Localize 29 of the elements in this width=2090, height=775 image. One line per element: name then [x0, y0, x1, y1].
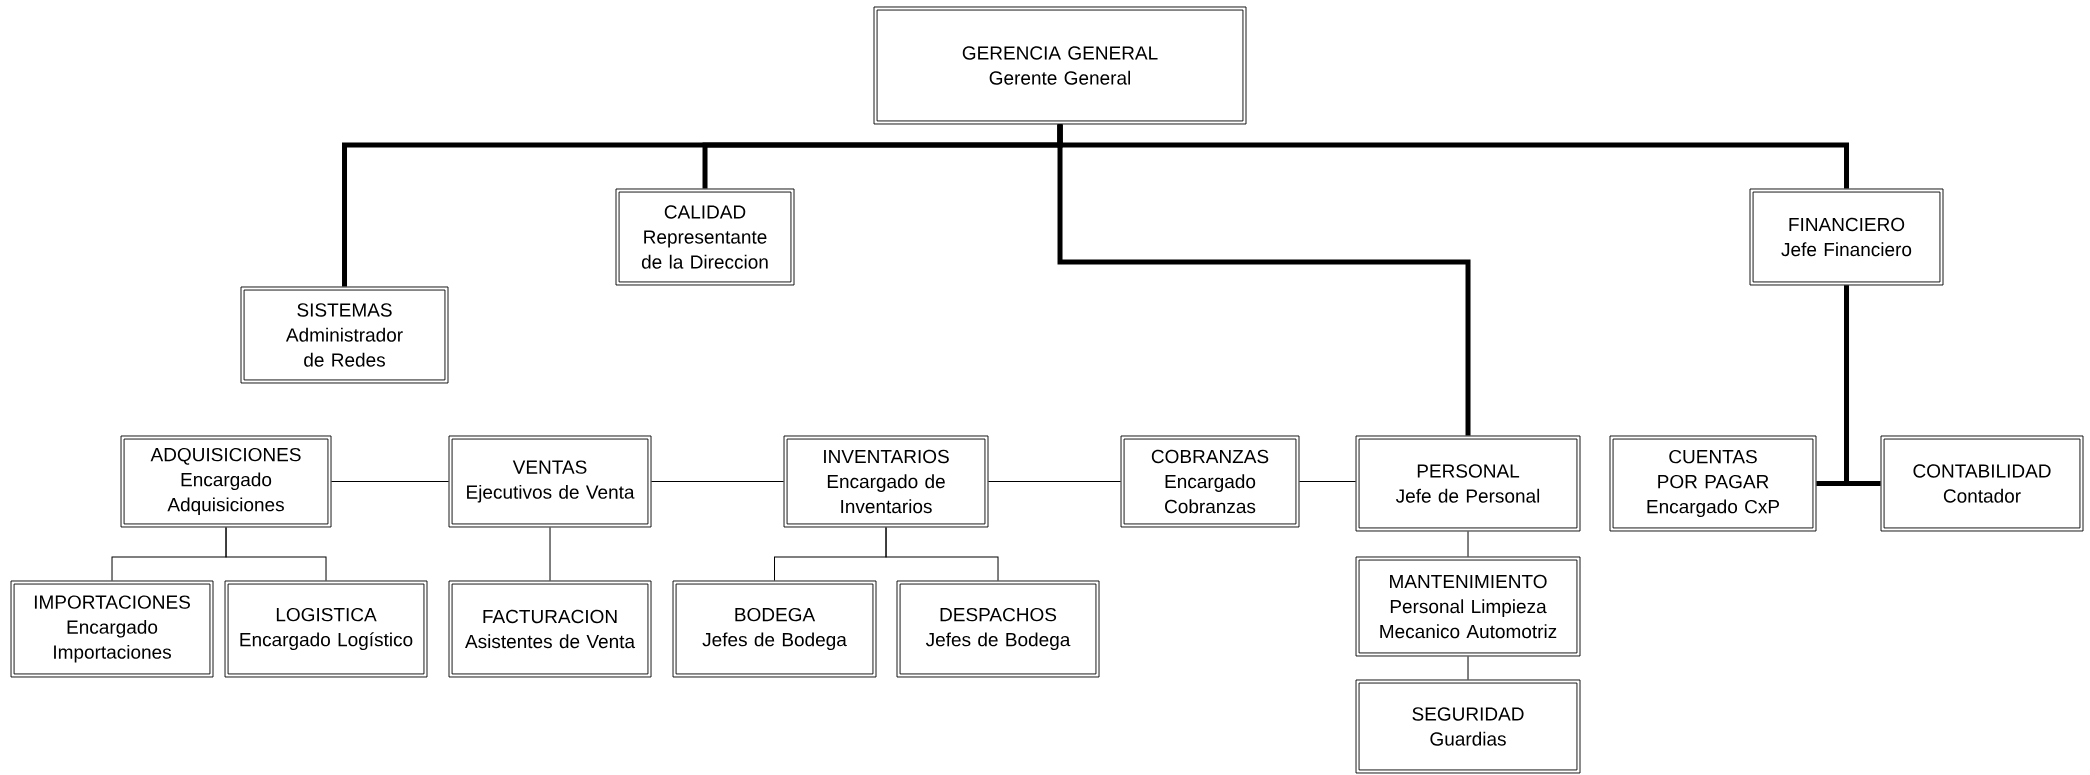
- org-box: FINANCIERO Jefe Financiero: [1749, 188, 1944, 286]
- connector-line: [1467, 655, 1469, 681]
- org-box: BODEGA Jefes de Bodega: [672, 580, 877, 678]
- connector-line: [1298, 481, 1357, 482]
- org-box: SEGURIDAD Guardias: [1355, 679, 1581, 774]
- org-box: DESPACHOS Jefes de Bodega: [896, 580, 1100, 678]
- org-box: PERSONAL Jefe de Personal: [1355, 435, 1581, 532]
- connector-line: [885, 526, 999, 582]
- connector-line: [549, 526, 551, 582]
- org-box: CUENTAS POR PAGAR Encargado CxP: [1609, 435, 1817, 532]
- org-box: LOGISTICA Encargado Logístico: [224, 580, 428, 678]
- connector-line: [1467, 530, 1469, 558]
- org-box: VENTAS Ejecutivos de Venta: [448, 435, 652, 528]
- connector-line: [225, 526, 327, 582]
- connector-line: [1057, 124, 1849, 189]
- connector-line: [650, 481, 785, 482]
- org-box: INVENTARIOS Encargado de Inventarios: [783, 435, 989, 528]
- org-box: SISTEMAS Administrador de Redes: [240, 286, 449, 384]
- connector-line: [987, 481, 1122, 482]
- org-box: IMPORTACIONES Encargado Importaciones: [10, 580, 214, 678]
- org-box: COBRANZAS Encargado Cobranzas: [1120, 435, 1300, 528]
- org-box: ADQUISICIONES Encargado Adquisiciones: [120, 435, 332, 528]
- org-box: FACTURACION Asistentes de Venta: [448, 580, 652, 678]
- org-box: CALIDAD Representante de la Direccion: [615, 188, 795, 286]
- connector-line: [330, 481, 450, 482]
- connector-line: [1844, 285, 1881, 486]
- org-box: CONTABILIDAD Contador: [1880, 435, 2084, 532]
- org-box: GERENCIA GENERAL Gerente General: [873, 6, 1247, 125]
- org-box: MANTENIMIENTO Personal Limpieza Mecanico Automotriz: [1355, 556, 1581, 657]
